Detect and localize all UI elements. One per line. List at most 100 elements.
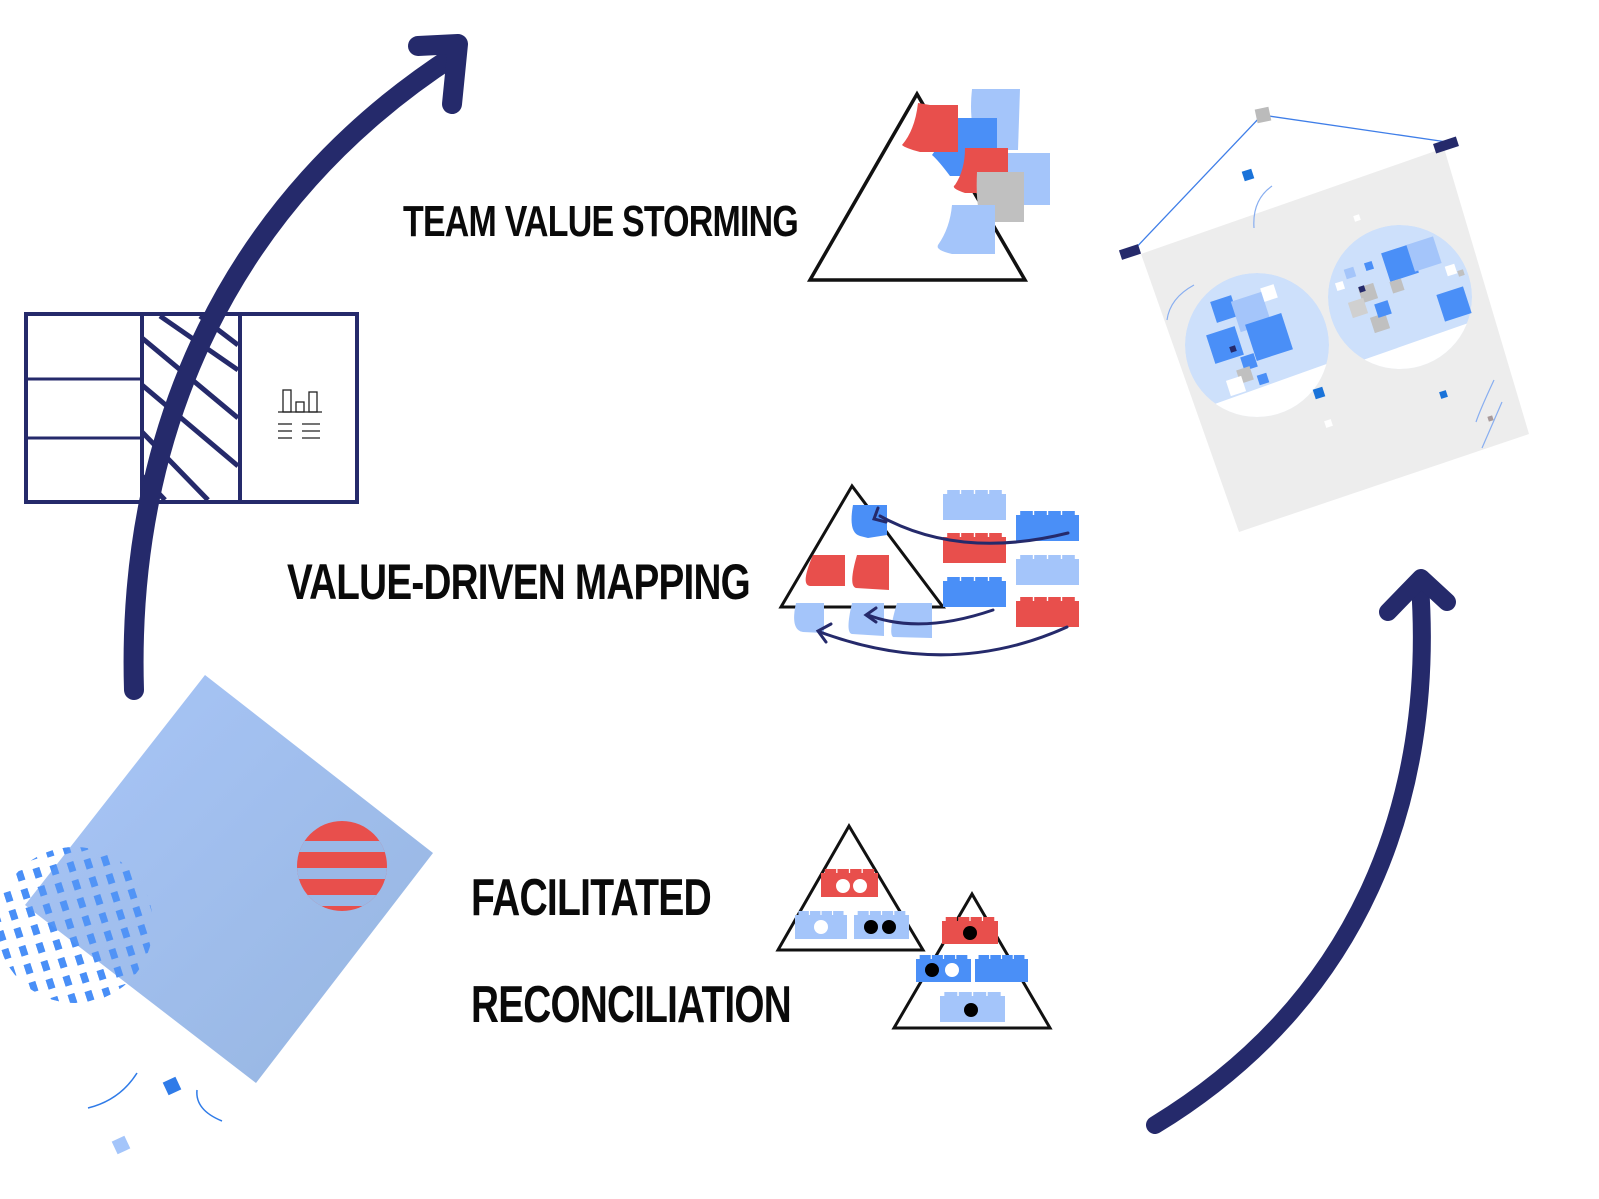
peg-dot <box>882 920 896 934</box>
dot-mark <box>42 1092 52 1104</box>
poster-block <box>1358 285 1366 293</box>
poster-block <box>1389 278 1405 294</box>
lego-brick <box>943 533 1006 563</box>
lego-brick <box>943 577 1006 607</box>
dot-mark <box>30 924 41 936</box>
dot-mark <box>3 759 13 771</box>
dot-mark <box>57 825 67 837</box>
step-label-team-value-storming: TEAM VALUE STORMING <box>403 197 798 246</box>
dot-mark <box>56 1014 66 1026</box>
dot-mark <box>113 966 124 978</box>
peg-dot <box>945 963 959 977</box>
dot-mark <box>139 1056 149 1068</box>
dot-mark <box>73 1011 83 1023</box>
poster-block <box>1436 286 1472 322</box>
dot-mark <box>69 936 80 948</box>
poster-block <box>1347 297 1369 319</box>
dot-mark <box>0 798 5 810</box>
dot-mark <box>93 1083 103 1095</box>
dot-mark <box>30 1113 40 1125</box>
dot-mark <box>302 1065 312 1077</box>
dot-mark <box>105 1062 115 1074</box>
dot-mark <box>32 1056 42 1068</box>
dot-mark <box>20 756 30 768</box>
dot-mark <box>16 1002 27 1003</box>
dot-mark <box>74 822 84 834</box>
pyramid-mapping-bricks-icon <box>778 483 1079 657</box>
peg-dot <box>963 926 977 940</box>
dot-mark <box>71 1068 81 1080</box>
dot-mark <box>86 933 97 945</box>
dot-mark <box>78 847 89 852</box>
peg-dot <box>853 879 867 893</box>
step-label-value-driven-mapping: VALUE-DRIVEN MAPPING <box>287 554 750 610</box>
dot-mark <box>98 780 108 792</box>
dot-mark <box>25 1095 35 1107</box>
dot-mark <box>319 1062 329 1074</box>
dot-mark <box>50 996 61 1003</box>
dot-mark <box>20 1077 30 1089</box>
peg-dot <box>814 920 828 934</box>
dot-mark <box>88 744 98 756</box>
poster-block <box>1206 326 1244 364</box>
dot-mark <box>27 1038 37 1050</box>
dot-mark <box>200 1083 210 1095</box>
dot-mark <box>297 1047 307 1059</box>
dot-mark <box>6 834 16 846</box>
dot-mark <box>27 1038 37 1050</box>
dot-mark <box>195 1065 205 1077</box>
poster-block <box>1229 345 1237 353</box>
dot-mark <box>0 930 7 942</box>
dot-mark <box>71 747 81 759</box>
dot-mark <box>115 909 126 921</box>
dot-mark <box>123 1002 134 1003</box>
dot-mark <box>129 1020 139 1032</box>
dot-mark <box>52 807 62 819</box>
dot-mark <box>149 1092 159 1104</box>
dot-mark <box>122 738 132 750</box>
poster-block <box>1406 236 1442 272</box>
dot-mark <box>151 1035 161 1047</box>
dot-mark <box>173 1050 183 1062</box>
dot-mark <box>25 774 35 786</box>
dot-mark <box>71 747 81 759</box>
dot-mark <box>35 942 46 954</box>
dot-mark <box>37 1074 47 1086</box>
dot-mark <box>40 828 50 840</box>
dot-mark <box>118 984 129 996</box>
dot-mark <box>146 1017 156 1029</box>
dot-mark <box>183 1086 193 1098</box>
dot-mark <box>314 1044 324 1056</box>
dot-mark <box>127 1077 137 1089</box>
dot-mark <box>8 1098 18 1110</box>
dot-mark <box>49 1053 59 1065</box>
dot-mark <box>30 792 40 804</box>
dot-mark <box>107 1005 117 1017</box>
poster-block <box>1256 372 1270 386</box>
dot-mark <box>0 1005 9 1017</box>
dot-mark <box>151 1035 161 1047</box>
dot-mark <box>110 759 120 771</box>
dot-mark <box>90 1008 100 1020</box>
dot-mark <box>132 906 143 918</box>
dot-mark <box>81 1104 91 1116</box>
dot-mark <box>23 831 33 843</box>
dot-mark <box>86 801 96 813</box>
dot-mark <box>0 873 9 885</box>
dot-mark <box>314 1044 324 1056</box>
dot-mark <box>33 999 44 1003</box>
dot-mark <box>30 1113 40 1125</box>
dot-mark <box>132 1095 142 1107</box>
step-label-facilitated: FACILITATED <box>471 869 711 927</box>
dot-mark <box>0 1119 5 1131</box>
dot-mark <box>139 1056 149 1068</box>
dot-mark <box>93 1083 103 1095</box>
poster-block <box>1369 312 1391 334</box>
tilted-blue-square-icon <box>25 675 433 1083</box>
dot-mark <box>66 1050 76 1062</box>
dot-mark <box>86 801 96 813</box>
dot-mark <box>110 759 120 771</box>
dot-mark <box>0 855 4 867</box>
dot-mark <box>78 1029 88 1041</box>
dot-mark <box>44 1035 54 1047</box>
